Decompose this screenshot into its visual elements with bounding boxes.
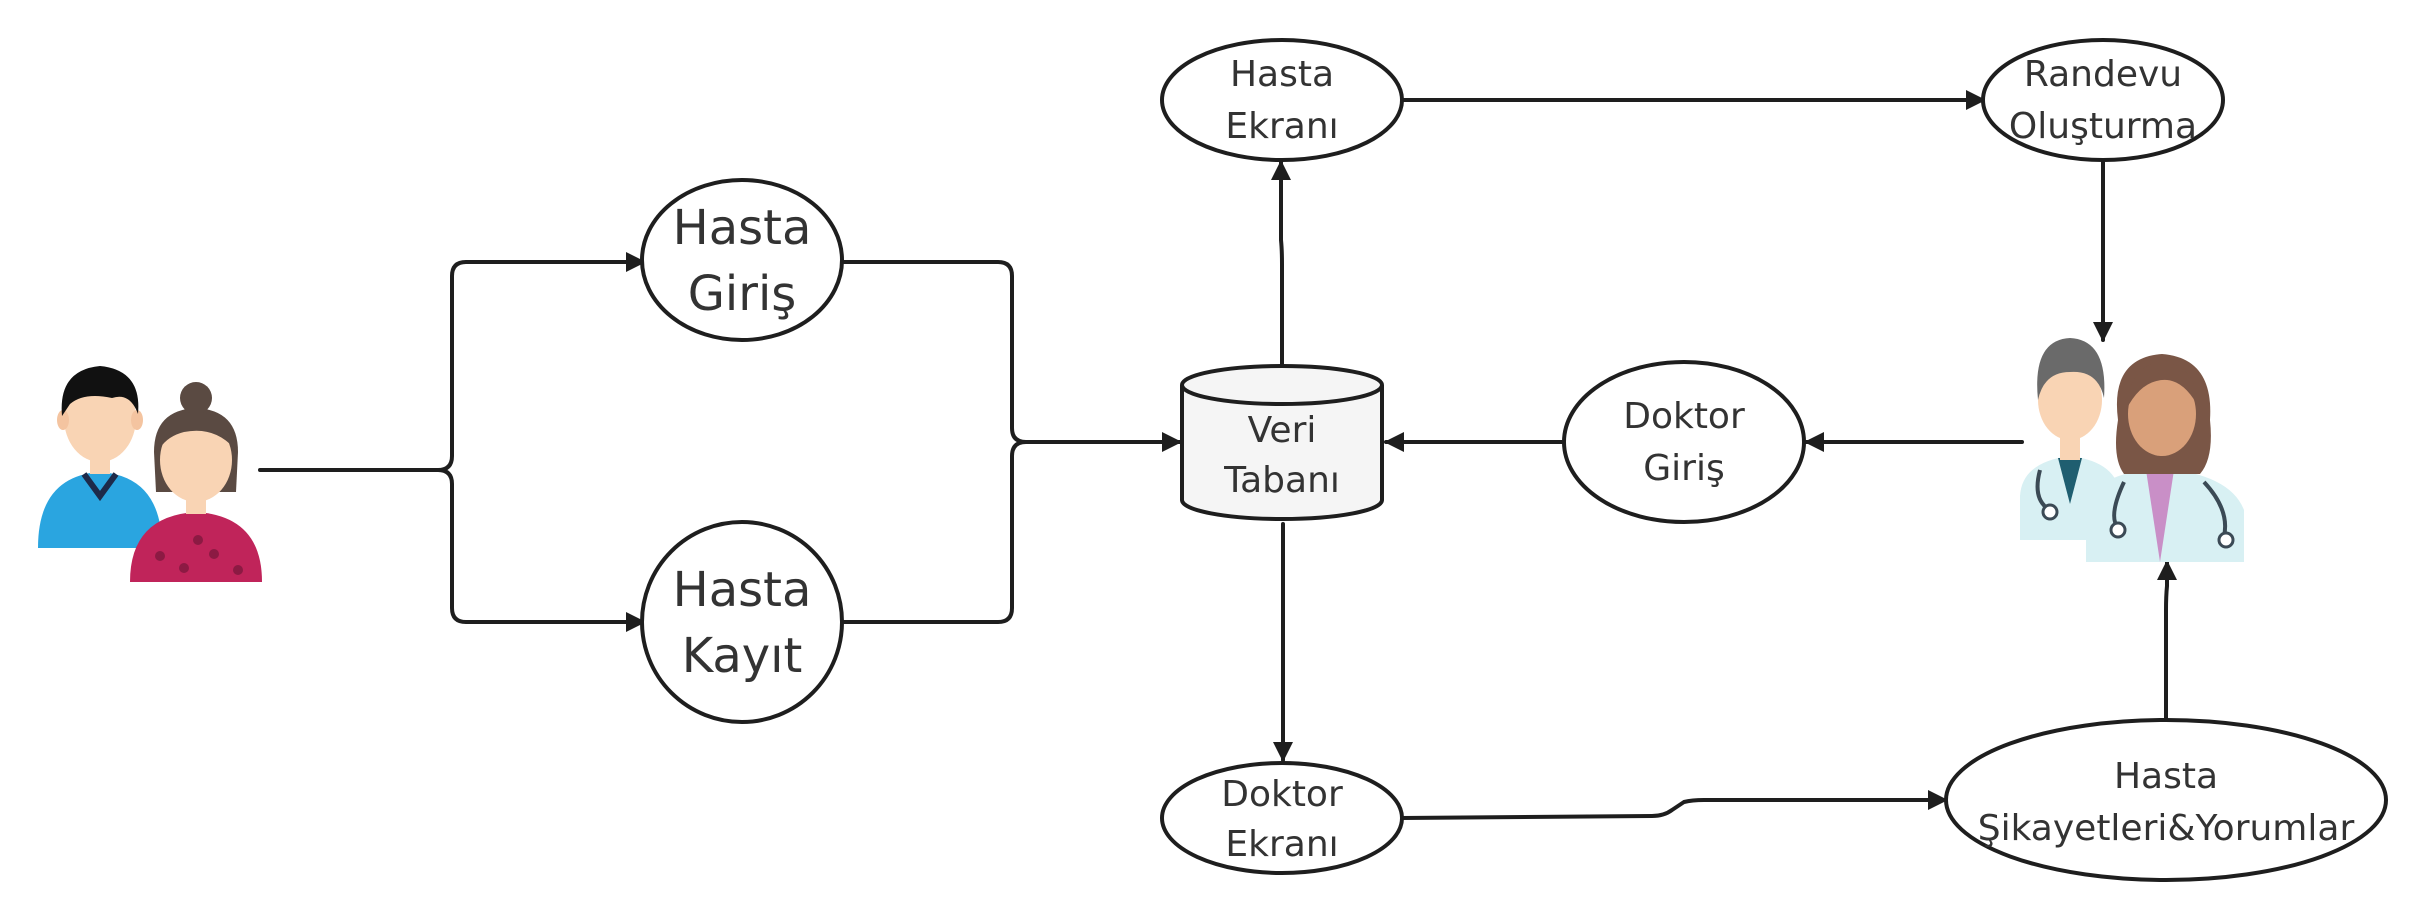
hasta-giris-label-2: Giriş (688, 266, 797, 322)
edge-hasta-giris-to-veri-tabani (842, 260, 1182, 452)
hasta-kayit-label-2: Kayıt (682, 628, 803, 684)
node-hasta-sikayetleri: Hasta Şikayetleri&Yorumlar (1944, 718, 2388, 882)
edge-patients-to-hasta-kayit (436, 468, 646, 632)
edge-hasta-kayit-to-veri-tabani (842, 440, 1028, 624)
node-doktor-giris: Doktor Giriş (1562, 360, 1806, 524)
node-hasta-kayit: Hasta Kayıt (640, 520, 844, 724)
sikayetler-label-2: Şikayetleri&Yorumlar (1978, 808, 2355, 849)
sikayetler-label-1: Hasta (2114, 756, 2218, 797)
edges (258, 90, 2177, 820)
node-hasta-giris: Hasta Giriş (640, 178, 844, 342)
edge-sikayetler-to-doctors (2157, 560, 2177, 722)
veri-tabani-label-1: Veri (1248, 410, 1317, 451)
doktor-giris-label-1: Doktor (1623, 396, 1745, 437)
hasta-ekrani-label-1: Hasta (1230, 54, 1334, 95)
edge-patients-to-hasta-giris (258, 252, 646, 472)
randevu-label-2: Oluşturma (2009, 106, 2197, 147)
hasta-ekrani-label-2: Ekranı (1225, 106, 1338, 147)
doktor-giris-label-2: Giriş (1643, 448, 1724, 489)
hasta-kayit-label-1: Hasta (673, 562, 812, 618)
edge-doktor-ekrani-to-sikayetler (1400, 790, 1948, 820)
randevu-label-1: Randevu (2024, 54, 2182, 95)
node-veri-tabani: Veri Tabanı (1180, 364, 1384, 521)
node-randevu-olusturma: Randevu Oluşturma (1981, 38, 2225, 162)
node-doktor-ekrani: Doktor Ekranı (1160, 761, 1404, 875)
node-hasta-ekrani: Hasta Ekranı (1160, 38, 1404, 162)
doktor-ekrani-label-2: Ekranı (1225, 824, 1338, 865)
patients-couple-icon (38, 366, 262, 582)
edge-veri-tabani-to-hasta-ekrani (1271, 160, 1291, 368)
doktor-ekrani-label-1: Doktor (1221, 774, 1343, 815)
doctors-pair-icon (2020, 338, 2244, 562)
hasta-giris-label-1: Hasta (673, 200, 812, 256)
database-cylinder-icon (1180, 385, 1384, 521)
veri-tabani-label-2: Tabanı (1223, 460, 1340, 501)
